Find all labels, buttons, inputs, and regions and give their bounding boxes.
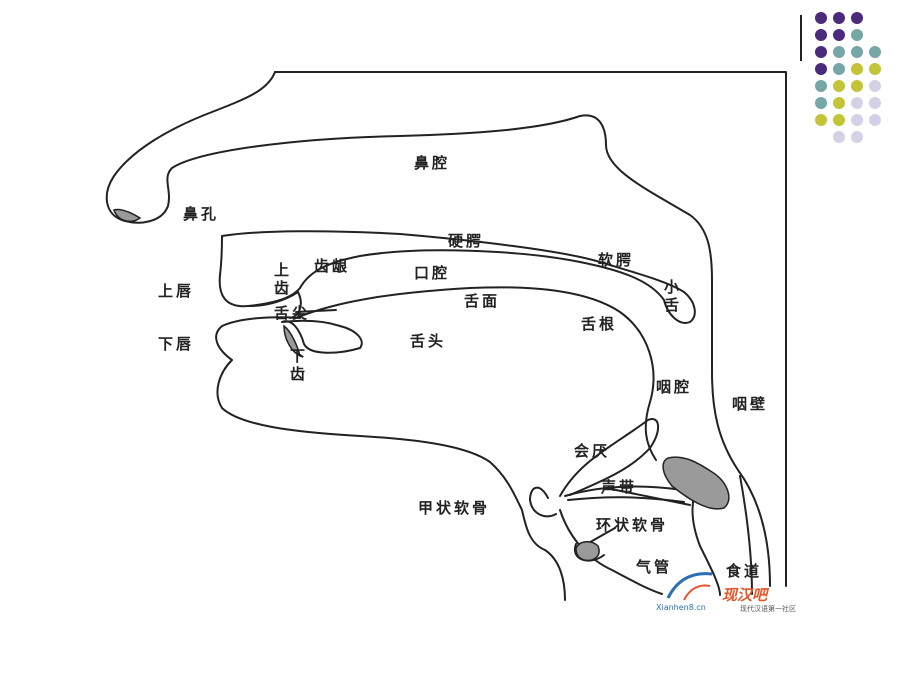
label-tongue-tip: 舌尖 <box>274 304 311 322</box>
decorative-dot <box>851 131 863 143</box>
label-nasal-cavity: 鼻腔 <box>414 154 451 172</box>
decorative-dot <box>833 131 845 143</box>
label-vocal-cords: 声带 <box>601 478 638 496</box>
upper-teeth-outline <box>249 291 302 319</box>
decorative-dot <box>815 29 827 41</box>
decorative-dot-grid <box>815 12 895 148</box>
arytenoid-shade <box>662 456 730 510</box>
trachea-front <box>559 509 663 595</box>
decorative-dot <box>851 97 863 109</box>
watermark-brand: 现汉吧 <box>722 586 768 604</box>
label-soft-palate: 软腭 <box>598 251 635 269</box>
label-nostril: 鼻孔 <box>183 205 220 223</box>
epiglottis-outline <box>559 418 659 497</box>
cricoid-shade <box>575 541 600 562</box>
label-oral-cavity: 口腔 <box>414 264 451 282</box>
label-upper-lip: 上唇 <box>158 282 195 300</box>
decorative-dot <box>851 114 863 126</box>
label-cricoid-cartilage: 环状软骨 <box>596 516 669 534</box>
head-outline <box>274 71 787 587</box>
decorative-dot <box>869 63 881 75</box>
watermark-logo-icon <box>666 572 713 601</box>
label-tongue-blade: 舌面 <box>464 292 501 310</box>
label-trachea: 气管 <box>636 558 673 576</box>
label-epiglottis: 会厌 <box>574 442 611 460</box>
decorative-dot <box>851 12 863 24</box>
vocal-cord-lines <box>564 485 683 497</box>
decorative-dot <box>851 29 863 41</box>
decorative-dot <box>815 63 827 75</box>
nostril-shade <box>113 208 142 223</box>
decorative-dot <box>833 29 845 41</box>
decorative-dot <box>833 63 845 75</box>
decorative-dot <box>833 46 845 58</box>
watermark-url: Xianhen8.cn <box>656 603 706 612</box>
label-upper-teeth: 上 齿 <box>274 261 290 297</box>
decorative-dot <box>851 46 863 58</box>
decorative-dot <box>815 80 827 92</box>
decorative-dot <box>815 46 827 58</box>
label-uvula: 小 舌 <box>664 278 680 314</box>
decorative-dot <box>815 114 827 126</box>
decorative-dot <box>869 80 881 92</box>
nasal-cavity-outline <box>105 71 771 587</box>
decorative-dot <box>869 46 881 58</box>
decorative-dot <box>815 12 827 24</box>
decorative-dot <box>833 97 845 109</box>
watermark-slogan: 现代汉语第一社区 <box>740 605 796 613</box>
lower-lip-outline <box>215 316 566 601</box>
decorative-dot <box>851 63 863 75</box>
label-hard-palate: 硬腭 <box>448 232 485 250</box>
decorative-dot <box>833 114 845 126</box>
label-thyroid-cartilage: 甲状软骨 <box>418 499 491 517</box>
decorative-dot <box>869 114 881 126</box>
lower-tooth-shade <box>283 324 302 358</box>
label-pharynx-wall: 咽壁 <box>732 395 769 413</box>
decorative-dot <box>851 80 863 92</box>
arytenoid-outline <box>529 486 557 518</box>
lower-teeth-outline <box>281 319 363 354</box>
label-esophagus: 食道 <box>726 562 763 580</box>
label-lower-lip: 下唇 <box>158 335 195 353</box>
label-pharynx: 咽腔 <box>656 378 693 396</box>
decorative-dot <box>815 97 827 109</box>
lower-wall <box>739 475 753 595</box>
label-tongue-root: 舌根 <box>581 315 618 333</box>
decorative-dot <box>869 97 881 109</box>
label-alveolar-ridge: 齿龈 <box>314 257 351 275</box>
decorative-vertical-bar <box>800 15 802 61</box>
label-tongue-body: 舌头 <box>410 332 447 350</box>
label-lower-teeth: 下 齿 <box>290 347 306 383</box>
tongue-surface <box>295 286 657 461</box>
decorative-dot <box>833 80 845 92</box>
decorative-dot <box>833 12 845 24</box>
